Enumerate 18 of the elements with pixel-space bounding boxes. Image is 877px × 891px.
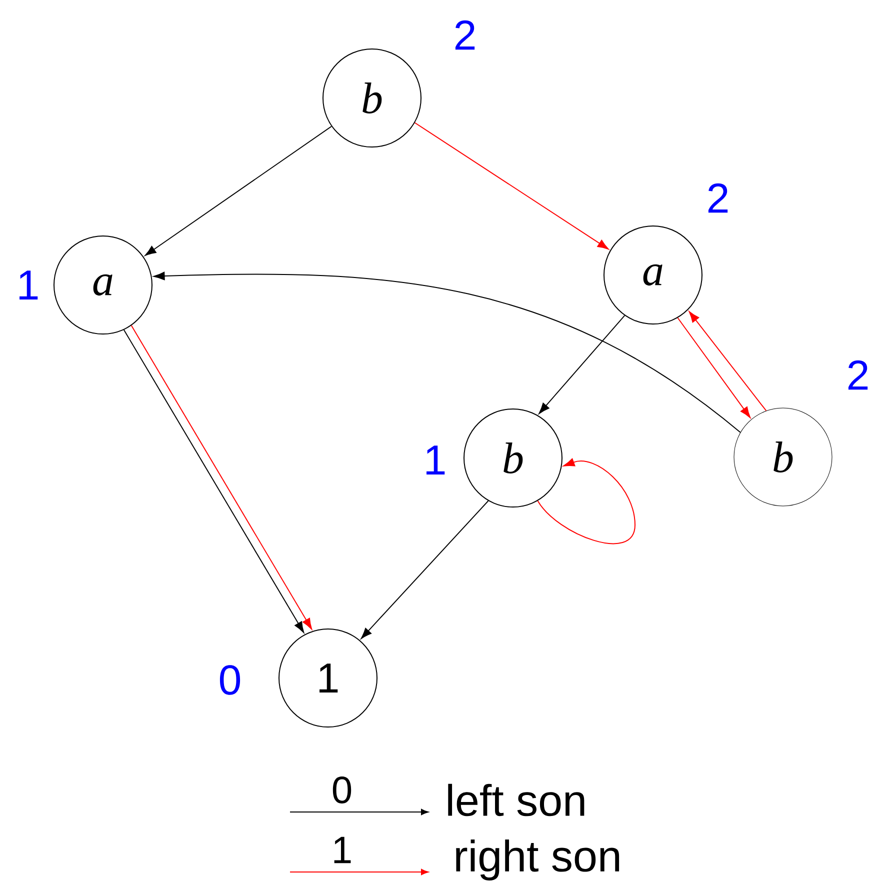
level-number: 2 [848, 360, 868, 390]
level-number: 1 [20, 270, 38, 300]
level-number: 0 [220, 665, 240, 695]
level-number: 2 [708, 183, 728, 213]
legend-text: right son [456, 840, 620, 880]
arrow [688, 311, 767, 412]
arrow [537, 458, 636, 544]
legend-symbol: 0 [332, 776, 352, 804]
arrow [360, 500, 489, 639]
legend-symbol: 1 [334, 836, 351, 864]
arrow [414, 122, 609, 250]
level-number: 1 [426, 446, 445, 474]
arrow [538, 315, 626, 414]
arrow [153, 272, 741, 433]
arrow [144, 126, 332, 256]
level-number: 2 [455, 20, 475, 50]
legend-text: left son [448, 784, 584, 816]
arrow [677, 317, 751, 418]
